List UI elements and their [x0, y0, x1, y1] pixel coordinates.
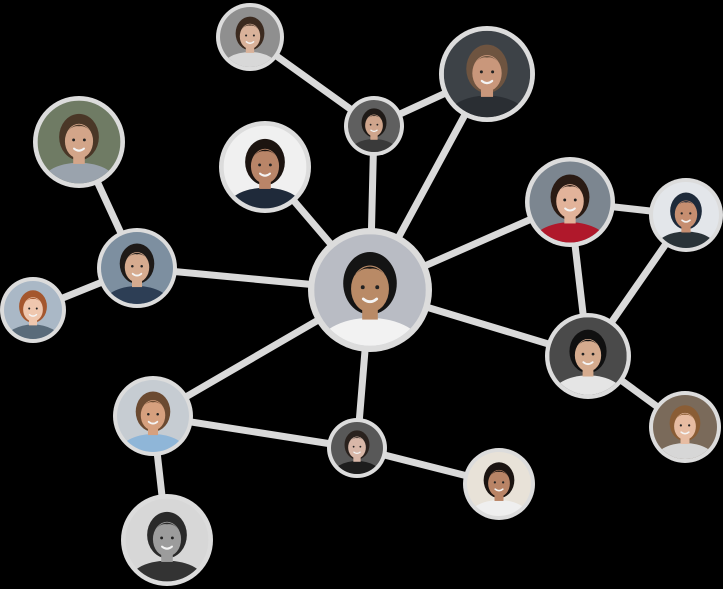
portrait-photo	[101, 232, 173, 304]
portrait-photo	[549, 317, 627, 395]
person-avatar-blonde-woman[interactable]	[649, 391, 721, 478]
person-avatar-woman-red-top[interactable]	[525, 157, 615, 267]
portrait-photo	[467, 452, 531, 516]
person-avatar-man-bottom-left[interactable]	[121, 494, 213, 589]
portrait-photo	[223, 125, 307, 209]
portrait-photo	[331, 422, 383, 474]
person-avatar-top-left-woman[interactable]	[216, 3, 284, 85]
portrait-photo	[117, 380, 189, 452]
person-avatar-smiling-woman[interactable]	[219, 121, 311, 233]
person-avatar-redhead-woman[interactable]	[0, 277, 66, 356]
person-avatar-woman-small-bottom[interactable]	[327, 418, 387, 490]
portrait-photo	[314, 234, 426, 346]
portrait-photo	[125, 498, 209, 582]
portrait-photo	[653, 182, 719, 248]
person-avatar-center[interactable]	[308, 228, 432, 379]
person-avatar-man-top-left[interactable]	[33, 96, 125, 208]
person-avatar-bearded-man[interactable]	[439, 26, 535, 143]
person-avatar-small-woman-top[interactable]	[344, 96, 404, 168]
portrait-photo	[653, 395, 717, 459]
person-avatar-man-cap[interactable]	[649, 178, 723, 268]
person-avatar-asian-man[interactable]	[545, 313, 631, 418]
portrait-photo	[220, 7, 280, 67]
portrait-photo	[529, 161, 611, 243]
person-avatar-man-bottom-right[interactable]	[463, 448, 535, 535]
portrait-photo	[4, 281, 62, 339]
portrait-photo	[37, 100, 121, 184]
portrait-photo	[348, 100, 400, 152]
portrait-photo	[443, 30, 531, 118]
person-avatar-man-blazer[interactable]	[97, 228, 177, 326]
person-avatar-man-glasses[interactable]	[113, 376, 193, 474]
person-nodes	[0, 3, 723, 589]
